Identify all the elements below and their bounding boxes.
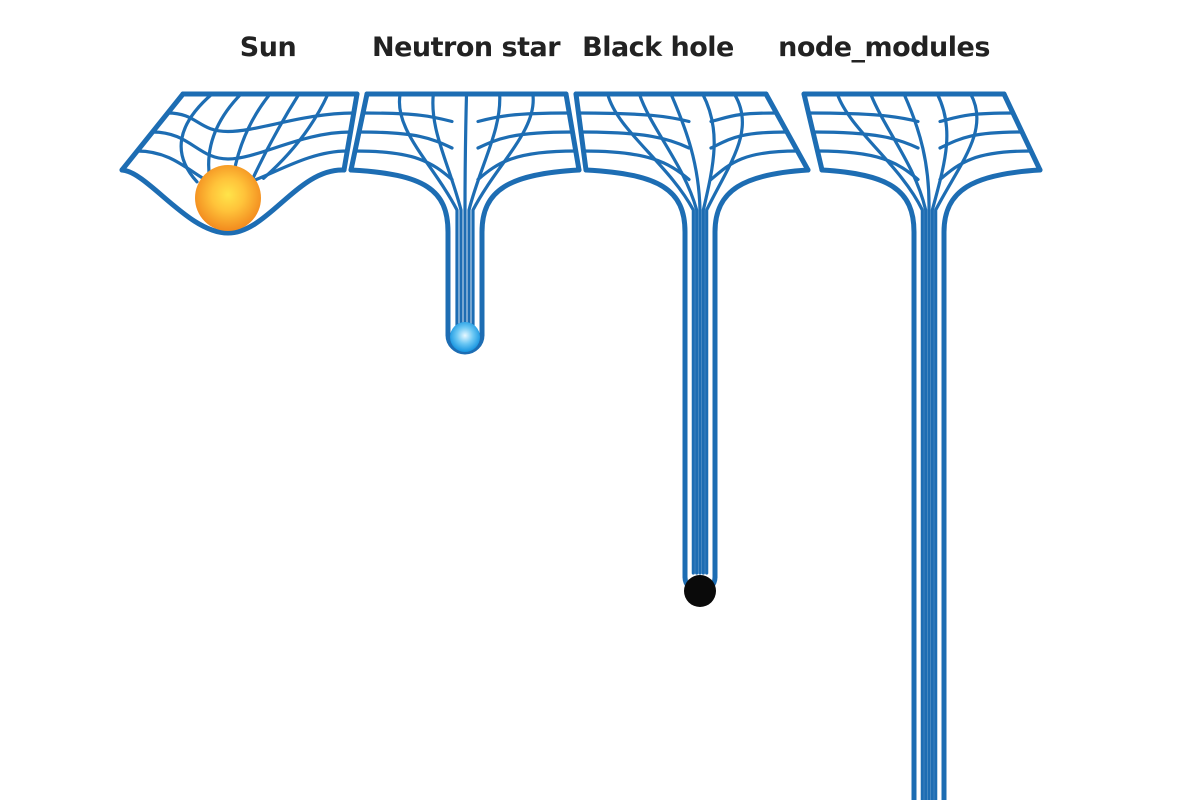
node-modules-panel bbox=[801, 91, 1043, 800]
grid-line bbox=[930, 92, 949, 800]
grid-line bbox=[353, 149, 578, 182]
grid-line bbox=[471, 92, 535, 333]
grid-line bbox=[869, 92, 928, 800]
sheet-front-edge bbox=[583, 167, 688, 580]
grid-line bbox=[581, 149, 800, 182]
grid-line bbox=[357, 130, 575, 150]
sheet-front-edge bbox=[479, 167, 582, 338]
grid-line bbox=[150, 130, 353, 161]
black-hole-icon bbox=[684, 575, 716, 607]
grid-line bbox=[701, 92, 716, 575]
black-hole-panel bbox=[573, 91, 811, 607]
panel-label-node-modules: node_modules bbox=[778, 32, 990, 63]
neutron-star-icon bbox=[450, 322, 480, 352]
grid-line bbox=[637, 92, 699, 575]
sheet-front-edge bbox=[941, 167, 1043, 800]
grid-line bbox=[806, 111, 1015, 124]
grid-line bbox=[902, 92, 931, 800]
grid-line bbox=[705, 92, 745, 575]
grid-line bbox=[467, 92, 502, 333]
grid-line bbox=[463, 92, 469, 333]
grid-line bbox=[835, 92, 924, 800]
grid-line bbox=[815, 149, 1033, 182]
neutron-star-panel bbox=[348, 91, 582, 355]
sheet-front-edge bbox=[819, 167, 917, 800]
grid-line bbox=[576, 111, 779, 124]
grid-line bbox=[431, 92, 463, 333]
grid-line bbox=[361, 111, 571, 124]
grid-line bbox=[606, 92, 695, 575]
grid-line bbox=[934, 92, 979, 800]
grid-line bbox=[397, 92, 459, 333]
grid-line bbox=[669, 92, 702, 575]
grid-line bbox=[811, 130, 1024, 150]
panel-label-black-hole: Black hole bbox=[582, 32, 734, 63]
panel-label-neutron-star: Neutron star bbox=[371, 32, 561, 63]
sun-panel bbox=[119, 91, 360, 236]
grid-line bbox=[166, 111, 356, 134]
sheet-front-edge bbox=[348, 167, 451, 338]
sun-icon bbox=[195, 165, 261, 231]
sheet-front-edge bbox=[712, 167, 811, 580]
grid-line bbox=[579, 130, 789, 150]
sheet-front-edge bbox=[119, 167, 347, 236]
panel-label-sun: Sun bbox=[239, 32, 297, 63]
